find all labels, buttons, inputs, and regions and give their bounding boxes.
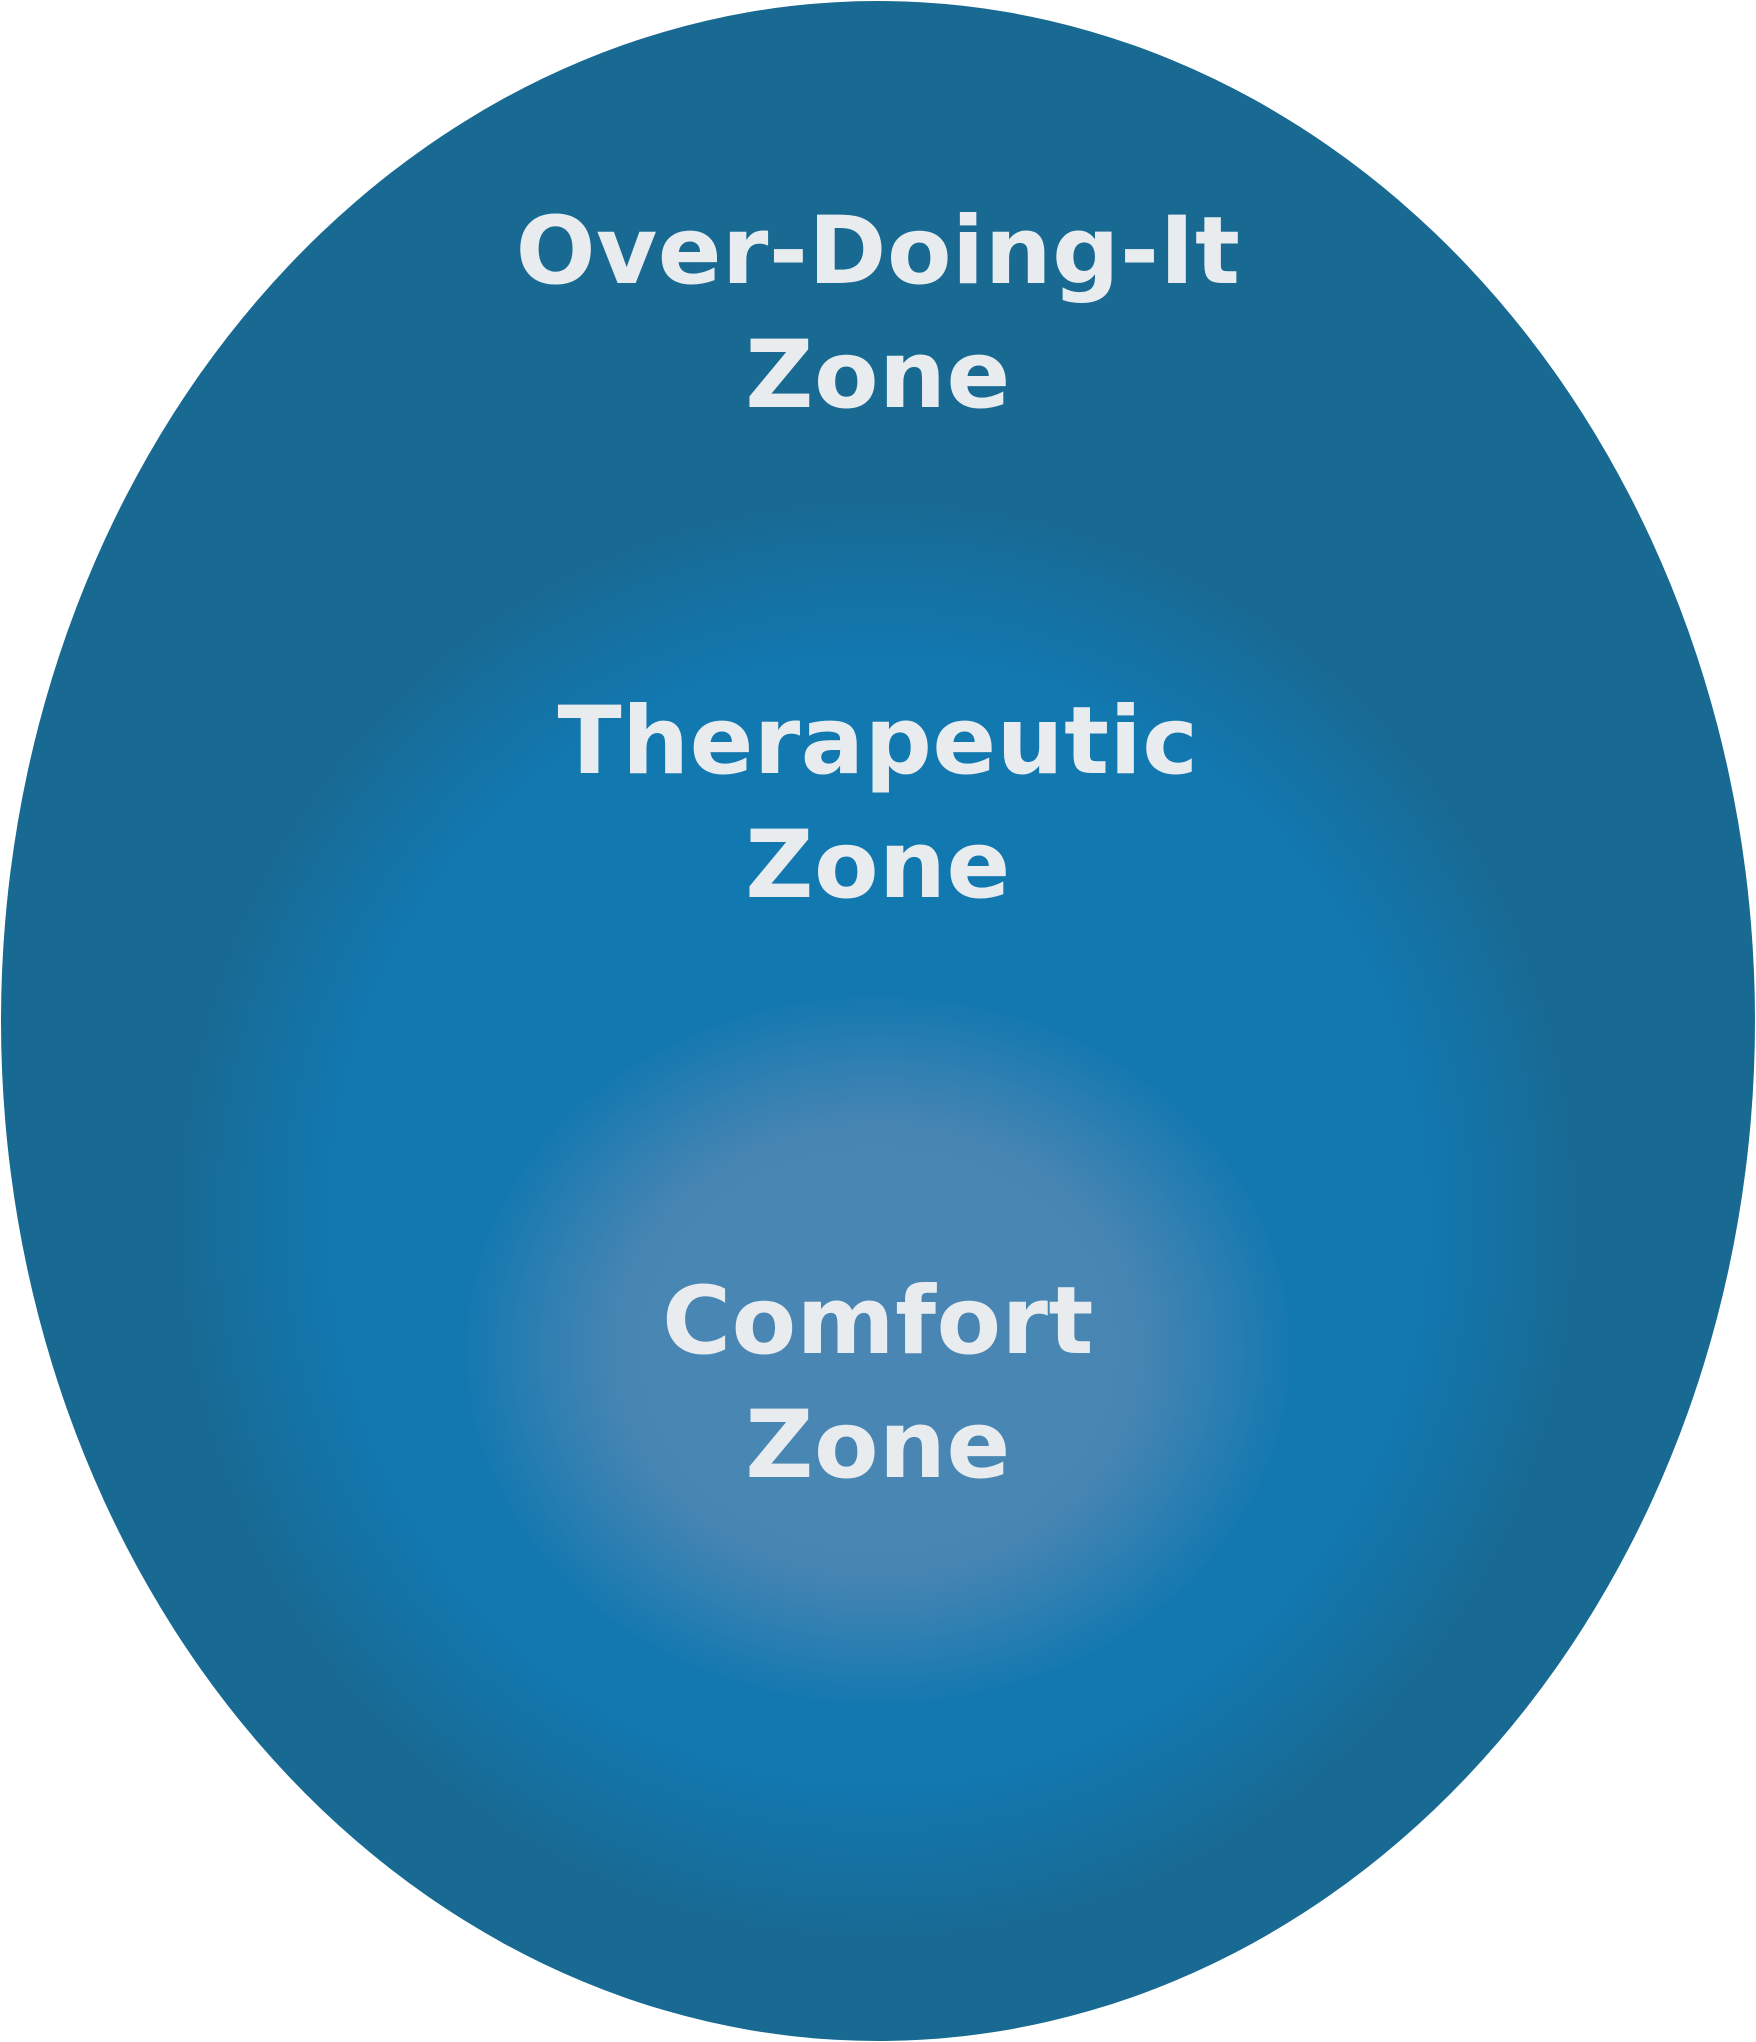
over-doing-it-zone-label-line1: Over-Doing-It <box>515 197 1241 306</box>
therapeutic-zone-label-line2: Zone <box>745 811 1011 920</box>
comfort-zone-label-line1: Comfort <box>662 1267 1094 1376</box>
over-doing-it-zone-label-line2: Zone <box>745 321 1011 430</box>
comfort-zone-label-line2: Zone <box>745 1391 1011 1500</box>
therapeutic-zone-label: Therapeutic Zone <box>0 680 1756 928</box>
therapeutic-zone-label-line1: Therapeutic <box>557 687 1199 796</box>
comfort-zone-region <box>458 990 1298 1710</box>
comfort-zone-label: Comfort Zone <box>0 1260 1756 1508</box>
over-doing-it-zone-label: Over-Doing-It Zone <box>0 190 1756 438</box>
